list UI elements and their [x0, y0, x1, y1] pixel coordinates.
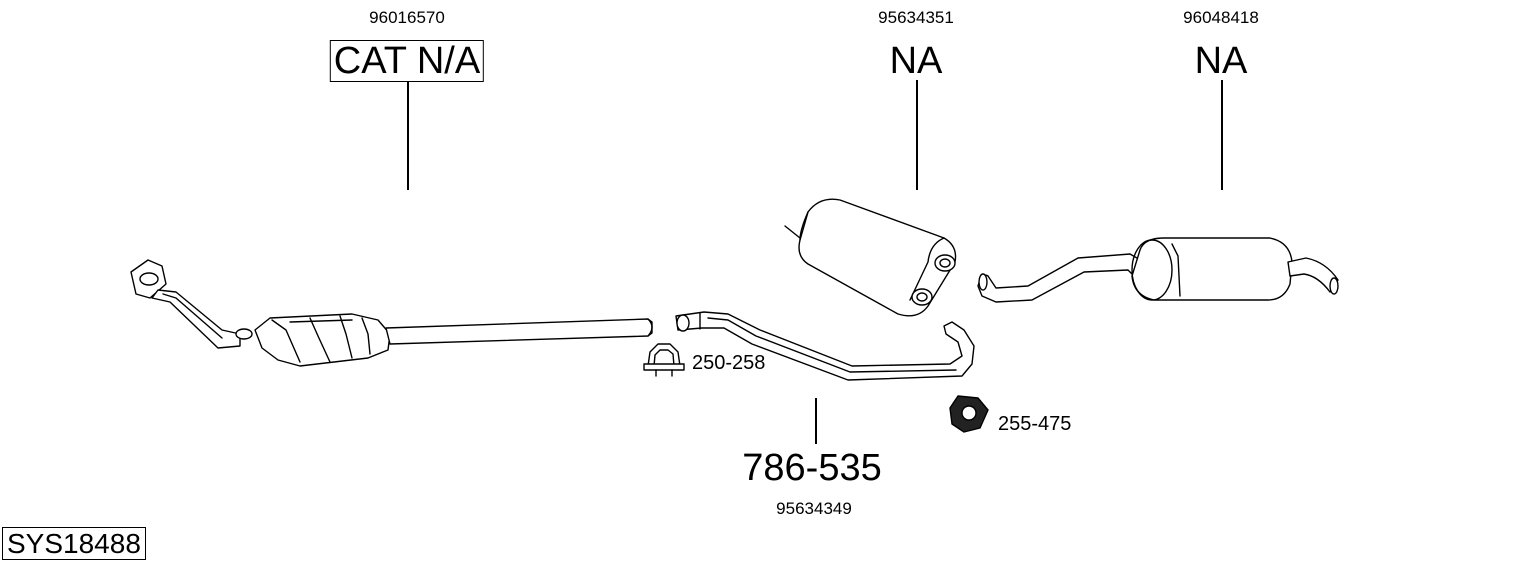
rubber-mount-label: 255-475	[998, 413, 1072, 435]
rear-silencer-drawing	[977, 237, 1339, 303]
rubber-mount-drawing	[949, 395, 989, 433]
middle-silencer-label: NA	[889, 40, 943, 82]
clamp-drawing	[643, 343, 685, 377]
system-id: SYS18488	[2, 527, 146, 561]
middle-silencer-oe-number: 95634351	[878, 8, 954, 27]
catalyst-label: CAT N/A	[329, 40, 485, 82]
clamp-label: 250-258	[692, 352, 766, 374]
catalyst-oe-number: 96016570	[369, 8, 445, 27]
catalytic-converter-drawing	[130, 259, 653, 367]
rear-silencer-oe-number: 96048418	[1183, 8, 1259, 27]
intermediate-pipe-oe-number: 95634349	[776, 499, 852, 518]
rear-silencer-leader-line	[1221, 80, 1223, 190]
intermediate-pipe-leader-line	[815, 398, 817, 444]
middle-silencer-leader-line	[916, 80, 918, 190]
intermediate-pipe-label: 786-535	[742, 447, 882, 489]
middle-silencer-drawing	[784, 198, 957, 317]
intermediate-pipe-drawing	[675, 311, 975, 381]
catalyst-leader-line	[407, 80, 409, 190]
rear-silencer-label: NA	[1194, 40, 1248, 82]
